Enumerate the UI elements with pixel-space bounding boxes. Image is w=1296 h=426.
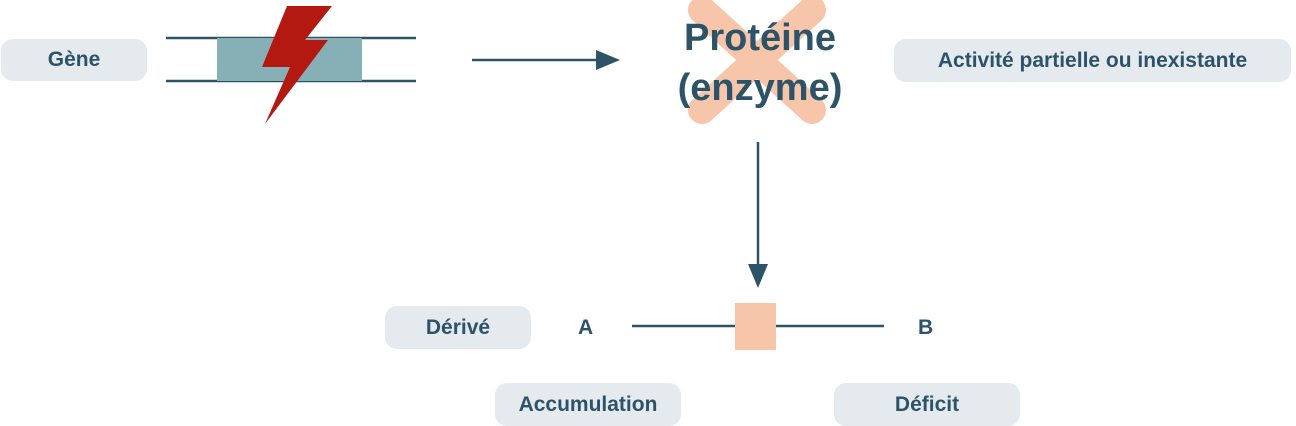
gene-label: Gène [1,39,147,81]
enzyme-square [735,303,776,350]
activity-label: Activité partielle ou inexistante [894,39,1291,82]
lightning-bolt-icon [262,6,332,124]
accumulation-label: Accumulation [495,383,681,426]
arrow-gene-to-protein-head [596,50,620,70]
protein-title-line2: (enzyme) [677,67,843,109]
arrow-protein-to-reaction-head [748,264,768,288]
cross-icon [688,0,826,124]
protein-title-line1: Protéine [683,17,837,59]
derived-label: Dérivé [385,306,531,349]
product-b-label: B [918,316,934,339]
substrate-a-label: A [578,316,594,339]
deficit-label: Déficit [834,383,1020,426]
